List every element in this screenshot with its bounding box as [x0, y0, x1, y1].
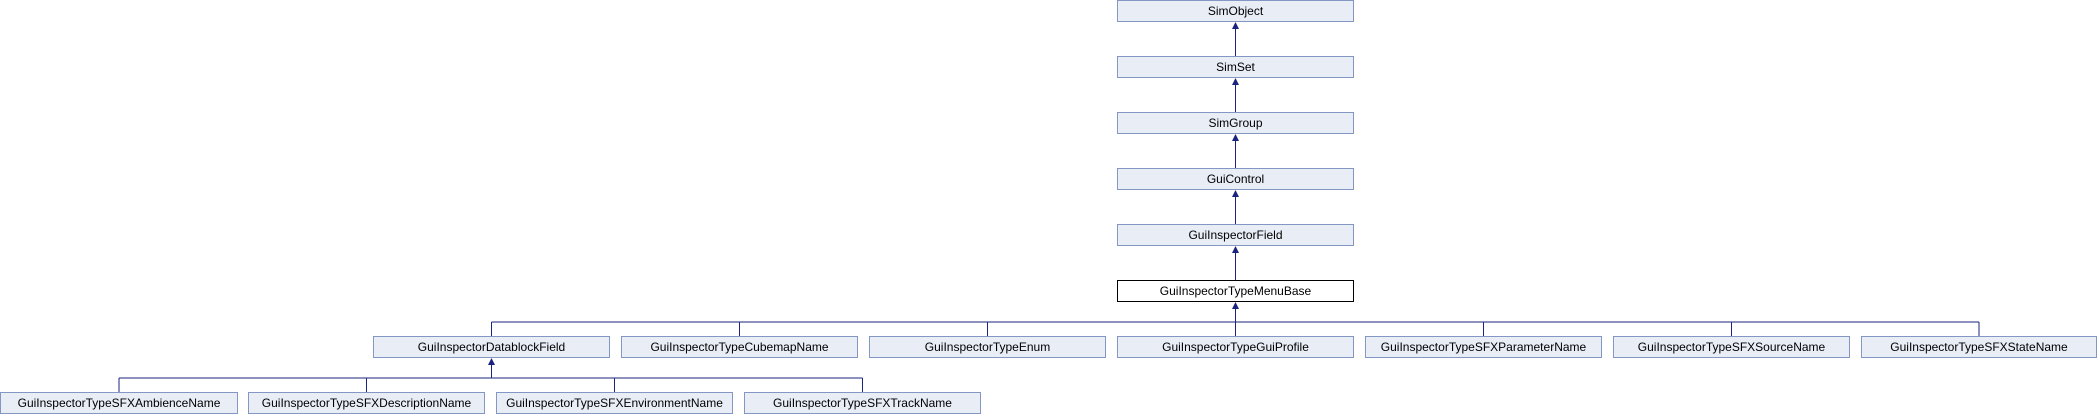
node-guiinspectorfield[interactable]: GuiInspectorField [1117, 224, 1354, 246]
inheritance-arrow [1232, 246, 1239, 253]
inheritance-arrow [1232, 22, 1239, 29]
inheritance-arrow [1232, 78, 1239, 85]
node-guiinspectortypesfxdescriptionname[interactable]: GuiInspectorTypeSFXDescriptionName [248, 392, 485, 414]
node-guiinspectortypesfxambiencename[interactable]: GuiInspectorTypeSFXAmbienceName [0, 392, 238, 414]
inheritance-arrow [488, 358, 495, 365]
node-guiinspectortypesfxtrackname[interactable]: GuiInspectorTypeSFXTrackName [744, 392, 981, 414]
node-guiinspectortypeenum[interactable]: GuiInspectorTypeEnum [869, 336, 1106, 358]
node-simgroup[interactable]: SimGroup [1117, 112, 1354, 134]
inheritance-arrow [1232, 302, 1239, 309]
node-guiinspectortypeguiprofile[interactable]: GuiInspectorTypeGuiProfile [1117, 336, 1354, 358]
node-guiinspectortypesfxparametername[interactable]: GuiInspectorTypeSFXParameterName [1365, 336, 1602, 358]
node-simobject[interactable]: SimObject [1117, 0, 1354, 22]
node-guiinspectordatablockfield[interactable]: GuiInspectorDatablockField [373, 336, 610, 358]
inheritance-arrow [1232, 134, 1239, 141]
node-guiinspectortypesfxenvironmentname[interactable]: GuiInspectorTypeSFXEnvironmentName [496, 392, 733, 414]
node-guicontrol[interactable]: GuiControl [1117, 168, 1354, 190]
inheritance-arrow [1232, 190, 1239, 197]
node-current-guiinspectortypemenubase: GuiInspectorTypeMenuBase [1117, 280, 1354, 302]
node-guiinspectortypesfxstatename[interactable]: GuiInspectorTypeSFXStateName [1861, 336, 2097, 358]
node-guiinspectortypecubemapname[interactable]: GuiInspectorTypeCubemapName [621, 336, 858, 358]
node-simset[interactable]: SimSet [1117, 56, 1354, 78]
node-guiinspectortypesfxsourcename[interactable]: GuiInspectorTypeSFXSourceName [1613, 336, 1850, 358]
